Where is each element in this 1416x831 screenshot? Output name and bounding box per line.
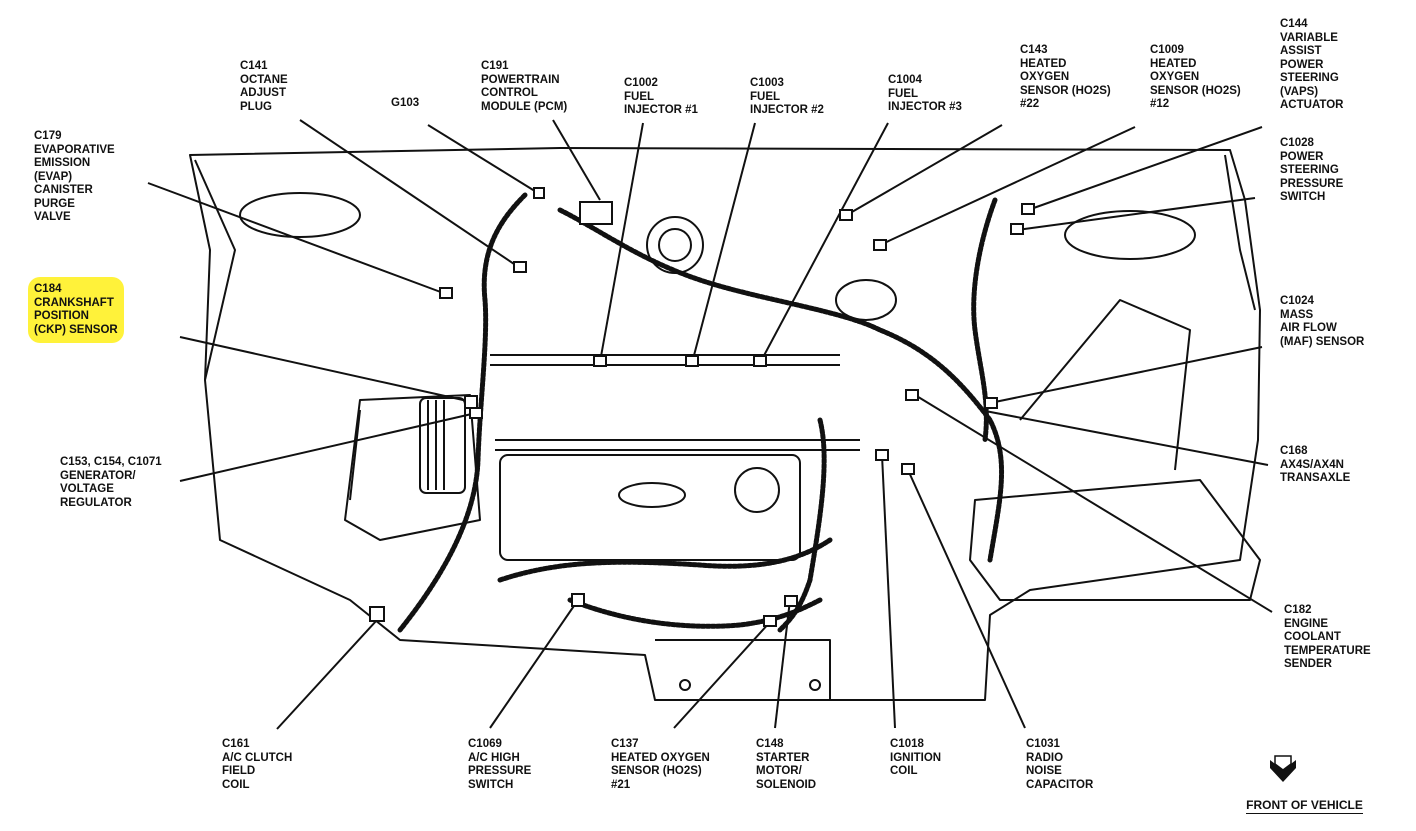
leader-c182 bbox=[914, 394, 1273, 613]
leader-c179 bbox=[147, 182, 447, 295]
front-arrow-icon bbox=[1270, 755, 1296, 782]
leader-c144 bbox=[1027, 126, 1263, 211]
label-g103: G103 bbox=[391, 97, 420, 109]
leader-c1028 bbox=[1016, 197, 1256, 231]
leader-c141 bbox=[299, 119, 521, 269]
engine-bay-outline bbox=[189, 147, 1261, 701]
connector-markers bbox=[369, 187, 1035, 627]
leader-c184 bbox=[179, 336, 473, 403]
leader-c168 bbox=[979, 409, 1269, 466]
front-of-vehicle-label: FRONT OF VEHICLE bbox=[1246, 798, 1363, 814]
leader-c143 bbox=[844, 124, 1003, 217]
leader-c161 bbox=[276, 619, 378, 730]
leader-c1031 bbox=[907, 469, 1026, 729]
leader-c148 bbox=[774, 599, 791, 729]
leader-c191 bbox=[552, 119, 601, 201]
leader-c1003 bbox=[691, 122, 756, 364]
leader-c1004 bbox=[759, 122, 889, 364]
leader-c1024 bbox=[989, 346, 1263, 404]
wiring-harness bbox=[397, 192, 1004, 633]
front-of-vehicle-indicator: FRONT OF VEHICLE bbox=[1232, 796, 1377, 814]
leader-c1002 bbox=[599, 122, 644, 363]
leader-c153 bbox=[179, 412, 477, 482]
leader-c1009 bbox=[879, 126, 1136, 246]
leader-lines bbox=[147, 119, 1273, 730]
leader-c1069 bbox=[489, 599, 579, 729]
leader-c137 bbox=[673, 621, 771, 729]
leader-g103 bbox=[427, 124, 539, 194]
leader-c1018 bbox=[881, 454, 896, 729]
